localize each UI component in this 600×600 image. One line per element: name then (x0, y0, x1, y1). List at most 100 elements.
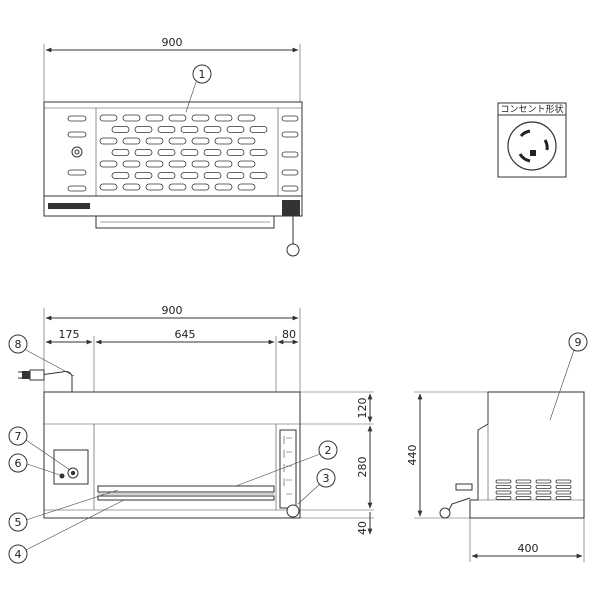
vent-slot (237, 114, 256, 122)
control-knob (286, 243, 300, 257)
front-view: 900 175 645 80 (8, 304, 374, 564)
callout-8-label: 8 (15, 338, 22, 351)
vent-slot (122, 183, 141, 191)
vent-slot (535, 490, 552, 495)
vent-slot (180, 126, 199, 133)
vent-slot (111, 172, 130, 179)
drip-tray-front (97, 495, 275, 501)
callout-4-circle (8, 544, 28, 564)
vent-slot (281, 115, 299, 122)
vent-slot (214, 114, 233, 122)
vent-slot (495, 496, 512, 500)
callout-1-leader (185, 81, 197, 113)
vent-slot (134, 172, 153, 179)
vent-slot (67, 169, 87, 176)
callout-4-label: 4 (15, 548, 22, 561)
vent-slot (226, 126, 245, 133)
front-width-label: 900 (162, 304, 183, 317)
front-left-label: 175 (59, 328, 80, 341)
control-panel (53, 449, 89, 485)
control-box (282, 200, 300, 216)
vent-slot (99, 183, 118, 191)
callout-8-leader (25, 349, 75, 377)
power-switch (59, 473, 65, 479)
top-width-label: 900 (162, 36, 183, 49)
maker-plate (48, 203, 90, 209)
vent-slot (168, 160, 187, 168)
vent-slot (180, 149, 199, 156)
callout-5-leader (25, 489, 119, 521)
vent-slot (134, 126, 153, 133)
side-knob (439, 507, 451, 519)
callout-4-leader (25, 499, 125, 551)
vent-slot (67, 185, 87, 192)
height-bottom-label: 40 (356, 521, 369, 535)
callout-7-label: 7 (15, 430, 22, 443)
vent-slot (535, 485, 552, 489)
callout-2-label: 2 (325, 444, 332, 457)
vent-slot (122, 137, 141, 145)
twist-lock-plug-icon (507, 121, 557, 171)
vent-slot (281, 131, 299, 138)
vent-slot (67, 131, 87, 138)
vent-slot (249, 149, 268, 156)
callout-8-circle (8, 334, 28, 354)
callout-6-circle (8, 453, 28, 473)
vent-slot (515, 479, 532, 484)
callout-1-label: 1 (199, 68, 206, 81)
vent-slot (157, 149, 176, 156)
vent-slot (180, 172, 199, 179)
vent-slot (191, 137, 210, 145)
vent-slot (145, 137, 164, 145)
callout-5-circle (8, 512, 28, 532)
vent-slot (515, 485, 532, 489)
front-knob (286, 504, 300, 518)
vent-slot (495, 490, 512, 495)
vent-slot (214, 183, 233, 191)
right-vent-slots (281, 115, 299, 192)
front-right-label: 80 (282, 328, 296, 341)
plug-head (22, 371, 30, 379)
vent-slot (555, 485, 572, 489)
vent-slot (145, 183, 164, 191)
callout-3-circle (316, 468, 336, 488)
callout-9-label: 9 (575, 336, 582, 349)
vent-slot (168, 183, 187, 191)
vent-slot (203, 149, 222, 156)
vent-slot (203, 172, 222, 179)
top-view: 900 1 (43, 36, 303, 257)
vent-slot (249, 172, 268, 179)
vent-slot (99, 114, 118, 122)
vent-slot (191, 114, 210, 122)
vent-slot (122, 114, 141, 122)
vent-slot (99, 160, 118, 168)
plug-shape-inset: コンセント形状 (497, 102, 567, 178)
vent-slot (555, 479, 572, 484)
callout-7-circle (8, 426, 28, 446)
vent-slot (157, 172, 176, 179)
side-handle-grip (455, 483, 473, 491)
left-vent-slots (67, 115, 87, 192)
vent-slot (281, 185, 299, 192)
side-vent-slots (495, 479, 572, 500)
vent-slot (157, 126, 176, 133)
power-lamp (71, 146, 83, 158)
vent-slot (168, 137, 187, 145)
vent-slot (237, 137, 256, 145)
callout-2-leader (235, 453, 321, 487)
vent-slot (145, 160, 164, 168)
vent-slot (226, 172, 245, 179)
callout-6-label: 6 (15, 457, 22, 470)
side-depth-label: 400 (518, 542, 539, 555)
side-view: 440 400 9 (406, 332, 588, 562)
callout-3-label: 3 (323, 472, 330, 485)
vent-slot (191, 183, 210, 191)
vent-slot (281, 169, 299, 176)
vent-slot (555, 496, 572, 500)
callout-9-circle (568, 332, 588, 352)
power-cord (18, 369, 73, 392)
height-top-label: 120 (356, 398, 369, 419)
vent-slot (111, 126, 130, 133)
vent-slot (214, 160, 233, 168)
